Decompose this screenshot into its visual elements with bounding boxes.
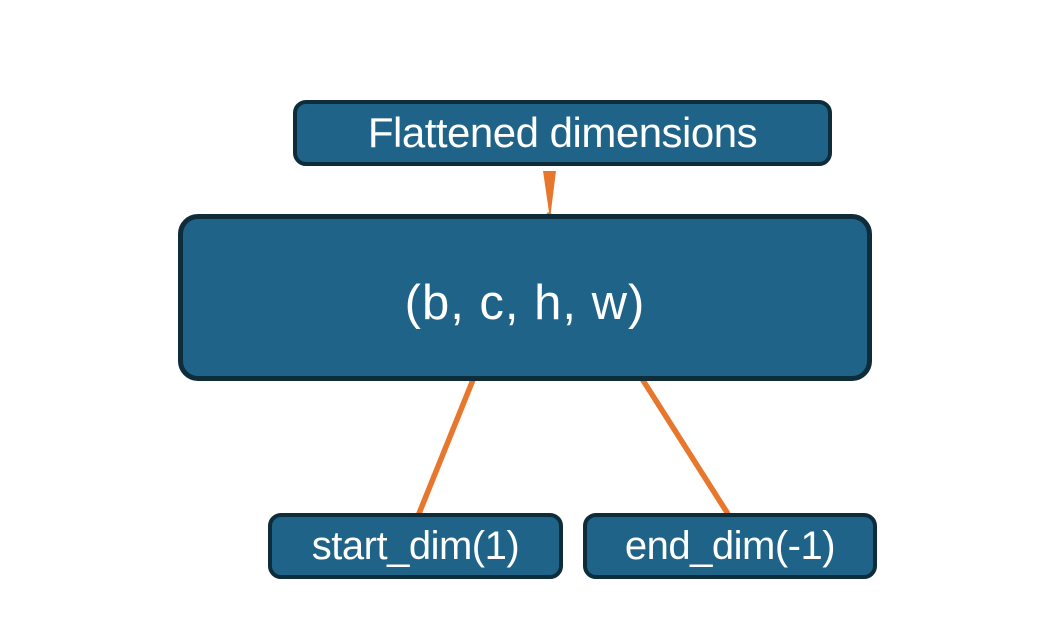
brace-stem-connector bbox=[543, 171, 556, 219]
end-dim-label: end_dim(-1) bbox=[624, 523, 836, 568]
tensor-shape-label: (b, c, h, w) bbox=[404, 275, 646, 330]
tensor-shape-box: (b, c, h, w) bbox=[178, 214, 872, 381]
start-dim-box: start_dim(1) bbox=[268, 513, 563, 579]
end-dim-box: end_dim(-1) bbox=[583, 513, 877, 579]
flattened-dimensions-box: Flattened dimensions bbox=[293, 100, 832, 166]
flattened-dimensions-label: Flattened dimensions bbox=[367, 109, 758, 156]
start-dim-label: start_dim(1) bbox=[311, 523, 520, 568]
